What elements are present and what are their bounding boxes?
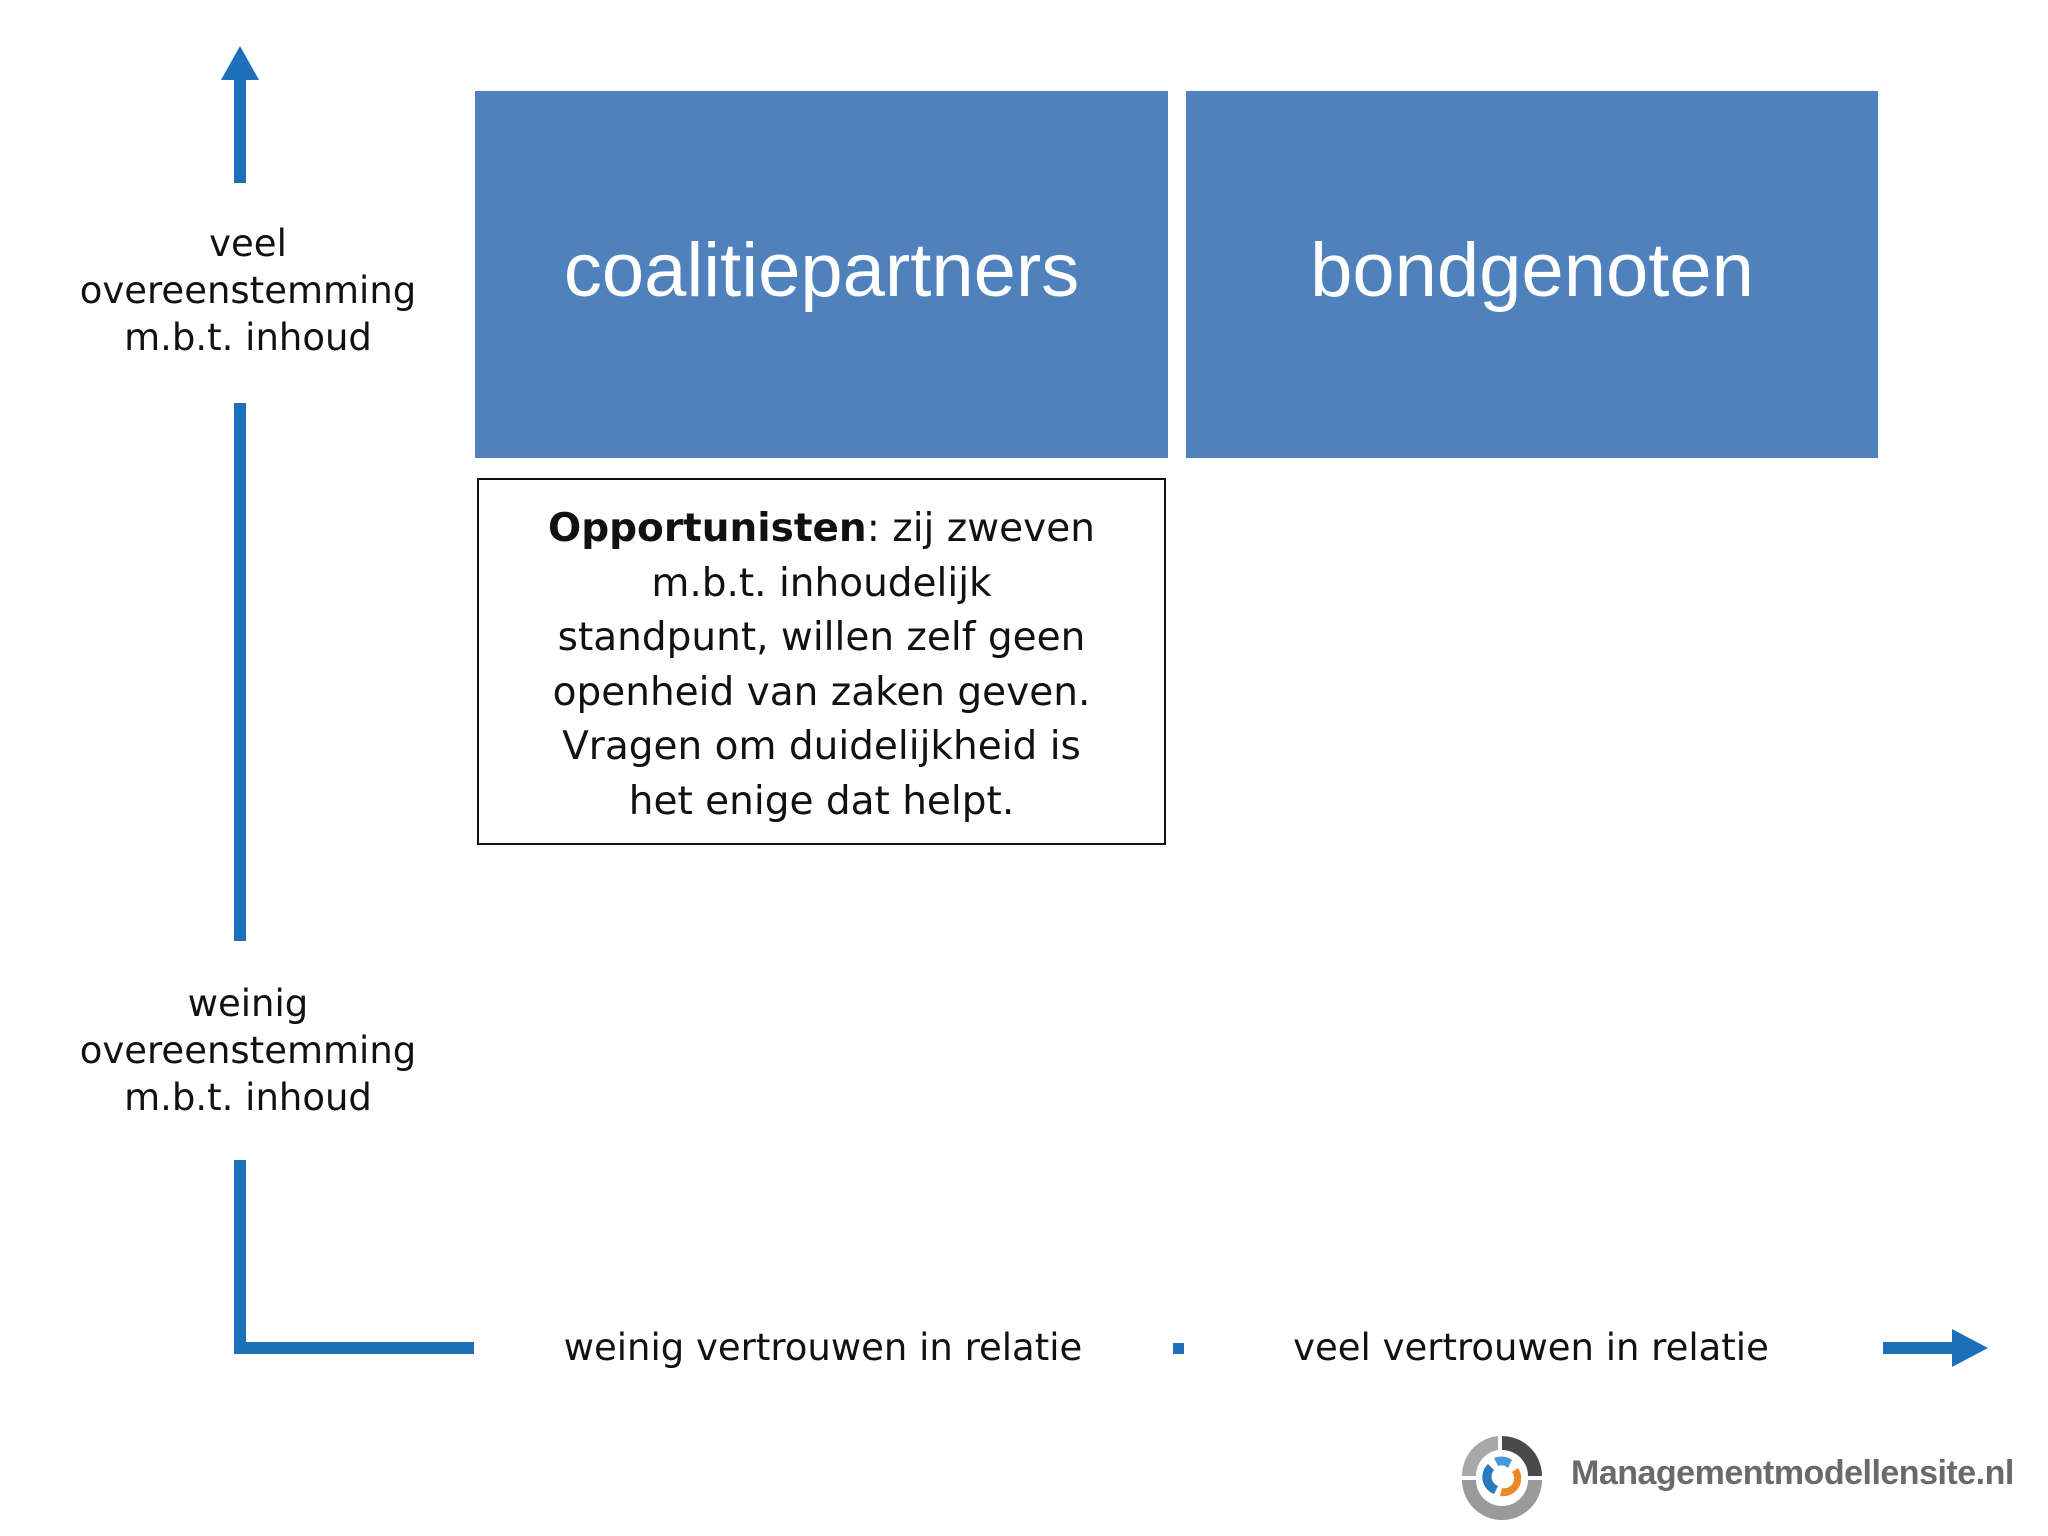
x-axis-high-label: veel vertrouwen in relatie: [1293, 1326, 1769, 1369]
logo-text: Managementmodellensite.nl: [1571, 1454, 2014, 1492]
quadrant-label: coalitiepartners: [563, 228, 1080, 313]
label-line: m.b.t. inhoud: [124, 316, 372, 359]
callout-line: m.b.t. inhoudelijk: [651, 560, 992, 606]
label-line: overeenstemming: [79, 269, 417, 312]
quadrant-coalitiepartners: coalitiepartners: [475, 91, 1168, 458]
callout-line: zij zweven: [892, 506, 1095, 551]
callout-separator: :: [866, 506, 893, 551]
quadrant-label: bondgenoten: [1310, 228, 1754, 313]
y-axis-line-lower: [234, 1160, 246, 1354]
right-arrow-icon: [1883, 1329, 1988, 1367]
label-line: overeenstemming: [79, 1029, 417, 1072]
y-axis-line-upper: [234, 403, 246, 941]
label-line: veel: [209, 222, 287, 265]
y-axis-low-label: weinig overeenstemming m.b.t. inhoud: [28, 980, 468, 1121]
label-line: m.b.t. inhoud: [124, 1076, 372, 1119]
callout-line: het enige dat helpt.: [628, 778, 1015, 824]
callout-line: Vragen om duidelijkheid is: [562, 724, 1081, 769]
quadrant-bondgenoten: bondgenoten: [1186, 91, 1878, 458]
callout-opportunisten: Opportunisten: zij zweven m.b.t. inhoude…: [477, 478, 1166, 845]
x-axis-low-label: weinig vertrouwen in relatie: [563, 1326, 1083, 1369]
up-arrow-icon: [221, 46, 259, 183]
callout-title: Opportunisten: [548, 506, 867, 551]
callout-line: openheid van zaken geven.: [552, 669, 1091, 715]
y-axis-high-label: veel overeenstemming m.b.t. inhoud: [28, 220, 468, 361]
label-line: weinig: [187, 982, 309, 1025]
x-axis-midpoint-marker: [1173, 1343, 1184, 1354]
managementmodellensite-logo-icon: [1461, 1436, 1542, 1520]
callout-line: standpunt, willen zelf geen: [557, 615, 1086, 660]
x-axis-line-left: [234, 1342, 474, 1354]
